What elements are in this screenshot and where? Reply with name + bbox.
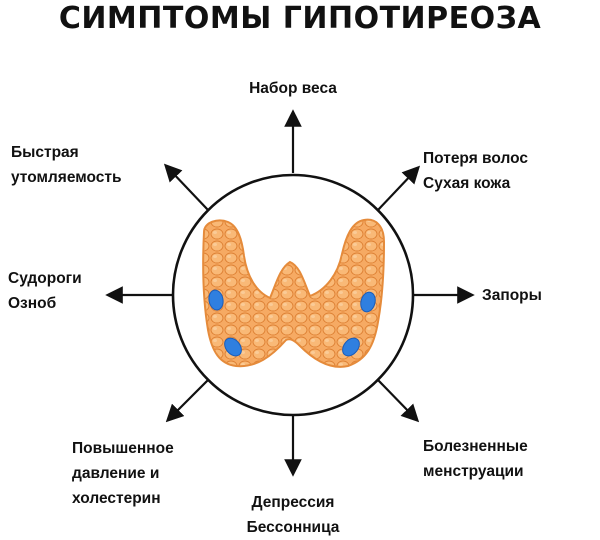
diagram-title: СИМПТОМЫ ГИПОТИРЕОЗА bbox=[58, 1, 542, 36]
nodule-icon bbox=[224, 337, 242, 357]
arrow-bottom-right-icon bbox=[377, 379, 420, 423]
symptom-bottom-label: Депрессия Бессонница bbox=[246, 494, 340, 536]
symptom-bottom-left-label: Повышенное давление и холестерин bbox=[72, 440, 174, 507]
arrow-top-left-icon bbox=[163, 163, 209, 211]
thyroid-gland-icon bbox=[202, 218, 386, 368]
symptom-top-right-label: Потеря волос Сухая кожа bbox=[423, 150, 528, 192]
symptom-right-label: Запоры bbox=[482, 287, 542, 304]
nodule-icon bbox=[360, 291, 376, 313]
arrow-group bbox=[105, 109, 475, 477]
symptom-bottom-right-label: Болезненные менструации bbox=[423, 438, 528, 480]
symptom-left-label: Судороги Озноб bbox=[8, 270, 82, 312]
nodule-icon bbox=[208, 289, 224, 311]
symptom-top-label: Набор веса bbox=[249, 80, 337, 97]
arrow-top-right-icon bbox=[377, 165, 421, 211]
nodule-icon bbox=[342, 337, 360, 357]
arrow-bottom-left-icon bbox=[165, 379, 209, 423]
symptom-top-left-label: Быстрая утомляемость bbox=[11, 144, 122, 186]
